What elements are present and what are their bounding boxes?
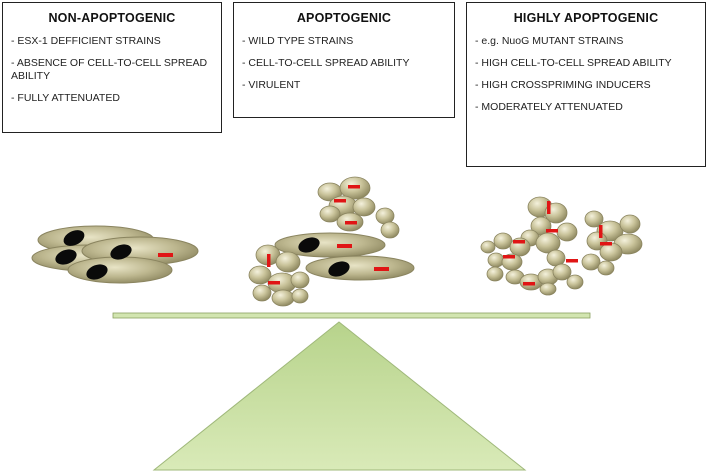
nucleus [298,237,320,253]
list-item: - VIRULENT [242,79,301,91]
nucleus [328,261,350,277]
mycobacteria-bar-icon [566,259,578,263]
list-item: - MODERATELY ATTENUATED [475,101,623,113]
apoptogenic-cells [248,176,415,307]
apoptogenic-list: - WILD TYPE STRAINS - CELL-TO-CELL SPREA… [234,35,454,92]
mycobacteria-bar-icon [600,242,612,246]
mycobacteria-bar-icon [348,185,360,189]
mycobacteria-bar-icon [599,225,603,238]
apoptogenic-box: APOPTOGENIC - WILD TYPE STRAINS - CELL-T… [233,2,455,118]
highly-apoptogenic-box: HIGHLY APOPTOGENIC - e.g. NuoG MUTANT ST… [466,2,706,167]
nucleus [86,264,108,280]
list-item: - e.g. NuoG MUTANT STRAINS [475,35,624,47]
apoptotic-vesicle-cluster-icon [480,196,643,296]
elongated-macrophage-cell-icon [305,255,415,281]
highly-apoptogenic-list: - e.g. NuoG MUTANT STRAINS - HIGH CELL-T… [467,35,705,114]
mycobacteria-bar-icon [267,254,271,267]
non-apoptogenic-cells [31,225,199,284]
mycobacteria-bar-icon [374,267,389,271]
apoptogenic-title: APOPTOGENIC [296,11,392,25]
list-item: - FULLY ATTENUATED [11,92,120,104]
nucleus [63,230,85,246]
mycobacteria-bar-icon [337,244,352,248]
non-apoptogenic-list: - ESX-1 DEFFICIENT STRAINS - ABSENCE OF … [3,35,221,105]
mycobacteria-bar-icon [158,253,173,257]
balance-scale-icon [112,312,591,471]
mycobacteria-bar-icon [268,281,280,285]
list-item: - ESX-1 DEFFICIENT STRAINS [11,35,161,47]
list-item: - ABSENCE OF CELL-TO-CELL SPREAD ABILITY [11,57,208,82]
list-item: - CELL-TO-CELL SPREAD ABILITY [242,57,410,69]
apoptotic-vesicle-cluster-icon [317,176,400,239]
list-item: - WILD TYPE STRAINS [242,35,354,47]
list-item: - HIGH CELL-TO-CELL SPREAD ABILITY [475,57,672,69]
mycobacteria-bar-icon [503,255,515,259]
mycobacteria-bar-icon [546,229,558,233]
highly-apoptogenic-title: HIGHLY APOPTOGENIC [513,11,659,25]
nucleus [110,244,132,260]
list-item: - HIGH CROSSPRIMING INDUCERS [475,79,651,91]
elongated-macrophage-cell-icon [67,256,173,284]
apoptotic-vesicle-cluster-icon [248,244,310,307]
balance-fulcrum [152,321,527,471]
non-apoptogenic-title: NON-APOPTOGENIC [48,11,176,25]
mycobacteria-bar-icon [334,199,346,203]
non-apoptogenic-box: NON-APOPTOGENIC - ESX-1 DEFFICIENT STRAI… [2,2,222,133]
nucleus [55,249,77,265]
mycobacteria-bar-icon [523,282,535,286]
mycobacteria-bar-icon [345,221,357,225]
mycobacteria-bar-icon [513,240,525,244]
balance-beam [112,312,591,319]
highly-apoptogenic-vesicles [480,196,643,296]
mycobacteria-bar-icon [547,201,551,214]
